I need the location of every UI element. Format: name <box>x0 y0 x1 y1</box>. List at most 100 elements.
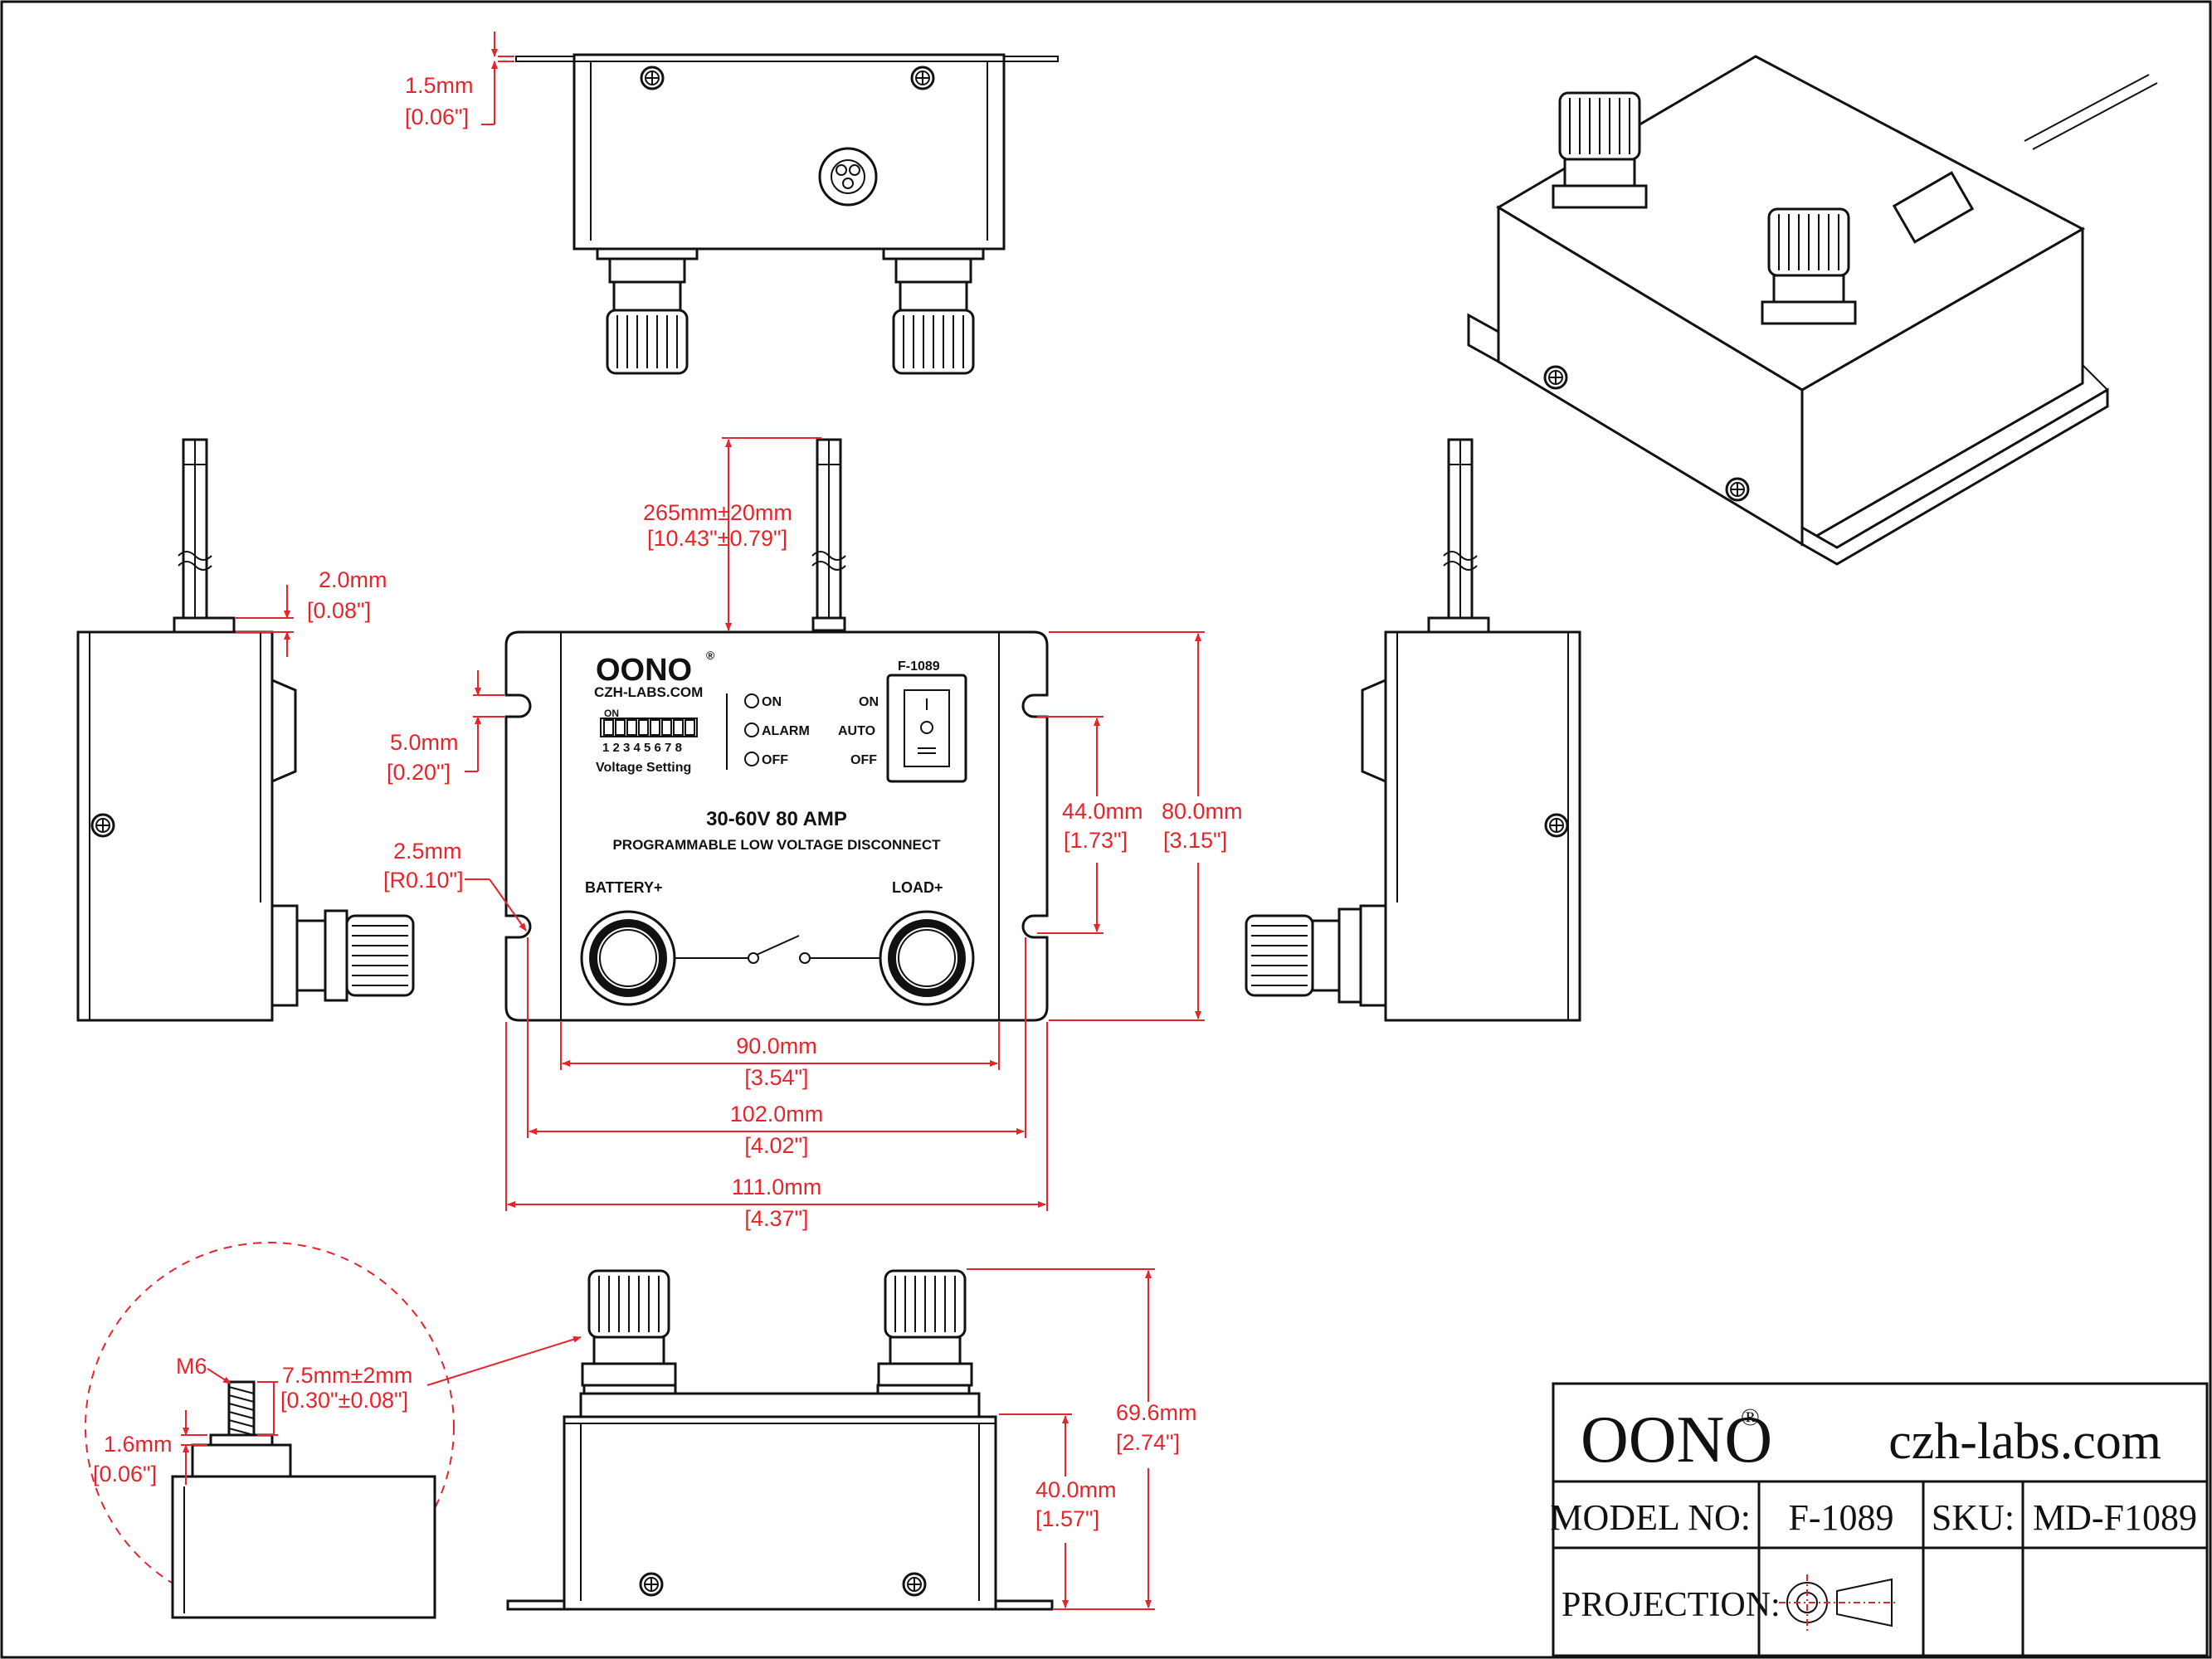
dim-mount-mm: 102.0mm <box>730 1102 824 1126</box>
dim-total-mm: 111.0mm <box>732 1175 822 1199</box>
dim-spacing-mm: 44.0mm <box>1062 799 1143 824</box>
dim-slot-mm: 5.0mm <box>390 730 459 755</box>
dim-cable-in: [10.43"±0.79"] <box>647 526 787 551</box>
battery-label: BATTERY+ <box>585 879 663 896</box>
tb-trademark: ® <box>1741 1404 1760 1431</box>
dim-overall-height: 69.6mm [2.74"] <box>967 1268 1197 1610</box>
iso-screw-left <box>1543 365 1568 390</box>
rocker-switch <box>886 674 967 783</box>
front-website: CZH-LABS.COM <box>594 684 703 700</box>
right-knob <box>1245 907 1362 1004</box>
top-screw-left <box>640 66 665 90</box>
svg-text:®: ® <box>706 649 715 662</box>
dim-slot-width: 5.0mm [0.20"] <box>387 670 504 785</box>
dim-height: 80.0mm [3.15"] <box>1049 631 1243 1021</box>
tb-model-value: F-1089 <box>1788 1497 1893 1538</box>
bottom-screw-right <box>902 1572 927 1597</box>
dim-overall-in: [2.74"] <box>1116 1430 1180 1455</box>
switch-auto-label: AUTO <box>838 724 875 738</box>
tb-sku-value: MD-F1089 <box>2033 1497 2197 1538</box>
right-rocker <box>1361 678 1387 784</box>
title-block: OONO ® czh-labs.com MODEL NO: F-1089 SKU… <box>1550 1382 2209 1657</box>
dim-slot-in: [0.20"] <box>387 760 451 785</box>
dim-box-in: [1.57"] <box>1035 1506 1099 1531</box>
front-brand: OONO <box>596 653 692 688</box>
tb-sku-label: SKU: <box>1932 1497 2015 1538</box>
dim-overall-mm: 69.6mm <box>1116 1400 1197 1425</box>
iso-knob-battery <box>1552 91 1648 209</box>
isometric-view <box>1467 55 2158 566</box>
dim-corner-radius: 2.5mm [R0.10"] <box>383 839 527 932</box>
dim-slot-spacing: 44.0mm [1.73"] <box>1037 716 1143 934</box>
tb-website: czh-labs.com <box>1888 1413 2161 1470</box>
bottom-knob-battery <box>581 1269 677 1387</box>
dim-stud-in: [0.30"±0.08"] <box>280 1388 408 1413</box>
detail-view: M6 7.5mm±2mm [0.30"±0.08"] 1.6mm [0.06"] <box>85 1242 582 1619</box>
iso-screw-right <box>1725 477 1750 502</box>
dim-cable-length: 265mm±20mm [10.43"±0.79"] <box>643 437 821 631</box>
dim-box-height: 40.0mm [1.57"] <box>999 1413 1117 1608</box>
led-off-label: OFF <box>762 753 788 767</box>
right-side-view <box>1245 438 1581 1022</box>
dim-offset-in: [0.08"] <box>307 598 371 623</box>
left-side-view <box>76 438 415 1022</box>
tb-projection-label: PROJECTION: <box>1562 1586 1781 1624</box>
top-view <box>515 53 1059 375</box>
iso-knob-load <box>1761 207 1857 325</box>
cable-gland <box>818 147 878 207</box>
dim-side-offset: 2.0mm [0.08"] <box>236 567 387 657</box>
dip-switch <box>600 718 698 737</box>
dim-radius-mm: 2.5mm <box>393 839 462 864</box>
led-off <box>744 752 759 766</box>
dim-total-in: [4.37"] <box>744 1206 808 1231</box>
dim-flange-thickness: 1.5mm [0.06"] <box>405 32 514 129</box>
dim-box-mm: 40.0mm <box>1035 1477 1117 1502</box>
dim-spacing-in: [1.73"] <box>1064 828 1128 853</box>
right-screw <box>1544 813 1569 838</box>
switch-model: F-1089 <box>898 659 940 674</box>
dim-total-width: 111.0mm [4.37"] <box>505 1022 1048 1231</box>
load-label: LOAD+ <box>892 879 943 896</box>
dim-mount-in: [4.02"] <box>744 1133 808 1158</box>
switch-on-label: ON <box>859 695 879 709</box>
dim-radius-in: [R0.10"] <box>383 868 464 893</box>
dim-washer-in: [0.06"] <box>93 1462 157 1486</box>
dim-flange-in: [0.06"] <box>405 105 469 129</box>
dip-caption: Voltage Setting <box>596 761 691 775</box>
tb-model-label: MODEL NO: <box>1550 1497 1751 1538</box>
switch-symbol <box>675 935 880 964</box>
dim-height-in: [3.15"] <box>1163 828 1227 853</box>
iso-rocker <box>1892 171 1975 244</box>
led-on <box>744 693 759 708</box>
top-screw-right <box>910 66 935 90</box>
switch-off-label: OFF <box>850 753 877 767</box>
tb-brand: OONO <box>1581 1404 1772 1477</box>
dim-offset-mm: 2.0mm <box>319 567 387 592</box>
dim-body-mm: 90.0mm <box>736 1034 817 1058</box>
projection-symbol <box>1779 1574 1897 1631</box>
description-text: PROGRAMMABLE LOW VOLTAGE DISCONNECT <box>612 837 941 853</box>
led-on-label: ON <box>762 695 782 709</box>
thread-label: M6 <box>176 1354 207 1379</box>
battery-terminal <box>580 910 676 1006</box>
dim-flange-mm: 1.5mm <box>405 73 474 98</box>
load-terminal <box>879 910 975 1006</box>
dim-cable-mm: 265mm±20mm <box>643 500 792 525</box>
dim-mount-spacing: 102.0mm [4.02"] <box>527 937 1026 1158</box>
dip-numbers: 1 2 3 4 5 6 7 8 <box>602 741 682 755</box>
left-rocker <box>270 678 297 784</box>
rating-text: 30-60V 80 AMP <box>706 808 847 830</box>
dim-height-mm: 80.0mm <box>1162 799 1243 824</box>
dim-body-in: [3.54"] <box>744 1065 808 1090</box>
top-knob-battery <box>606 257 689 375</box>
front-view: OONO ® CZH-LABS.COM ON 1 2 3 4 5 6 7 8 V… <box>504 438 1049 1022</box>
dim-washer-mm: 1.6mm <box>104 1432 173 1457</box>
left-screw <box>90 813 115 838</box>
dip-on-label: ON <box>604 708 619 719</box>
bottom-screw-left <box>639 1572 664 1597</box>
dim-body-width: 90.0mm [3.54"] <box>560 1022 1000 1090</box>
top-knob-load <box>892 257 975 375</box>
dim-stud-mm: 7.5mm±2mm <box>282 1363 412 1388</box>
